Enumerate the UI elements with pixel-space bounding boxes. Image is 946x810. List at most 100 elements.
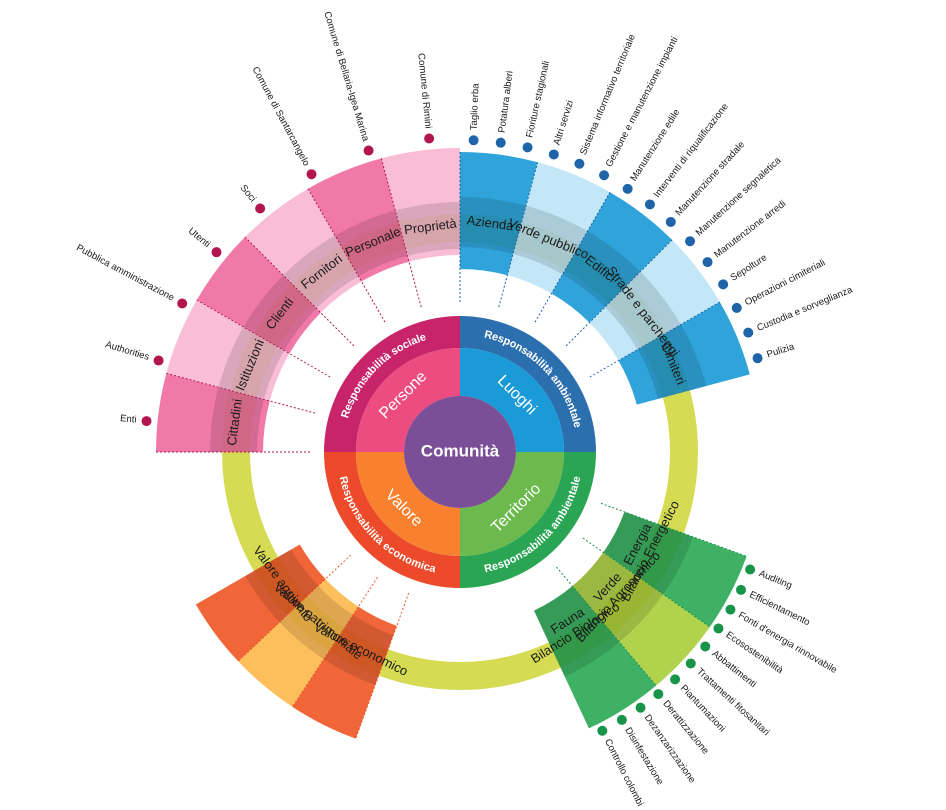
luoghi-leaf-dot-13 [743,327,754,338]
persone-band-3 [283,235,359,309]
luoghi-sector-3 [589,239,720,361]
territorio-sector-1 [572,552,710,686]
persone-leaf-4: Soci [238,183,258,204]
luoghi-leaf-dot-10 [702,257,713,268]
persone-leaf-6: Comune di Bellaria-Igea Marina [321,10,371,143]
territorio-leaf-dot-0 [745,564,756,575]
territorio-leaf-dot-8 [635,702,646,713]
territorio-leaf-dot-5 [685,658,696,669]
luoghi-leaf-11: Sepolture [729,252,770,283]
luoghi-leaf-1: Potatura alberi [497,70,516,133]
luoghi-divider-2 [534,191,611,323]
persone-sector-3 [245,188,362,313]
luoghi-leaf-7: Interventi di riqualificazione [652,101,731,200]
luoghi-leaf-dot-3 [548,149,559,160]
luoghi-band-2 [562,231,641,308]
center-circle [404,396,516,508]
valore-divider-2 [237,554,352,662]
valore-band-0 [323,614,394,686]
luoghi-band-0 [460,197,526,254]
persone-leaf-3: Utenti [186,226,212,250]
territorio-leaf-dot-6 [670,674,681,685]
category-bands-layer [210,197,707,686]
persone-leaf-5: Comune di Santarcangelo [250,65,312,168]
luoghi-leaf-dot-4 [574,158,585,169]
persone-category-5: Proprietà [403,215,458,237]
luoghi-band-3 [604,271,681,350]
territorio-sector-0 [603,511,747,627]
persone-leaf-dot-7 [424,133,435,144]
territorio-divider-2 [556,566,657,686]
persone-sector-1 [166,300,290,402]
luoghi-leaf-dot-6 [622,183,633,194]
luoghi-leaf-dot-8 [665,216,676,227]
territorio-leaf-dot-10 [597,725,608,736]
persone-sector-4 [308,158,410,282]
luoghi-quadrant [460,348,564,452]
valore-divider-0 [355,592,410,739]
luoghi-sector-4 [618,302,750,405]
luoghi-sector-2 [551,192,673,323]
territorio-divider-0 [600,502,747,557]
leaf-dots-layer [141,133,763,736]
persone-divider-2 [196,299,331,378]
territorio-leaf-0: Auditing [757,568,793,591]
persone-leaf-7: Comune di Rimini [415,53,433,129]
persone-leaf-0: Enti [120,413,138,426]
territorio-band-2 [533,586,620,677]
luoghi-divider-1 [498,162,539,308]
persone-band-5 [395,202,460,256]
valore-ring-sector [324,452,460,588]
luoghi-category-0: Azienda [466,212,515,233]
territorio-leaf-dot-7 [653,689,664,700]
core-layer [324,316,596,588]
territorio-leaf-dot-2 [725,604,736,615]
luoghi-band-4 [637,324,707,399]
valore-sector-0 [292,606,397,739]
valore-sector-2 [195,544,326,662]
luoghi-leaf-dot-9 [685,236,696,247]
luoghi-leaf-5: Gestione e manutenzione impianti [604,35,681,169]
luoghi-leaf-0: Taglio erba [469,83,482,131]
luoghi-sector-1 [507,162,610,294]
valore-band-1 [279,585,353,660]
territorio-band-1 [572,552,664,642]
territorio-ring-sector [460,452,596,588]
luoghi-ring-sector [460,316,596,452]
persone-sector-0 [156,373,270,452]
persone-divider-4 [307,188,386,323]
luoghi-divider-4 [589,301,721,378]
luoghi-leaf-dot-0 [468,135,479,146]
persone-band-0 [210,387,264,452]
valore-quadrant [356,452,460,556]
territorio-sector-2 [533,586,657,729]
persone-ring-sector [324,316,460,452]
persone-leaf-dot-6 [363,145,374,156]
luoghi-band-1 [513,205,588,275]
persone-leaf-dot-1 [153,355,164,366]
valore-divider-1 [291,577,378,708]
persone-leaf-dot-4 [255,203,266,214]
territorio-leaf-dot-1 [736,584,746,595]
persone-band-4 [335,210,408,277]
luoghi-leaf-9: Manutenzione segnaletica [694,155,784,239]
luoghi-sector-0 [460,151,538,276]
territorio-leaf-5: Trattamenti fitosanitari [694,666,771,738]
center-label: Comunità [421,441,500,460]
luoghi-leaf-dot-1 [495,137,506,148]
territorio-quadrant [460,452,564,556]
territorio-band-0 [603,511,694,595]
persone-category-0: Cittadini [224,398,245,447]
luoghi-leaf-dot-7 [644,199,655,210]
persone-leaf-dot-5 [306,169,317,180]
luoghi-leaf-dot-14 [752,353,763,364]
persone-leaf-1: Authorities [104,339,151,363]
territorio-leaf-dot-4 [700,641,711,652]
persone-sector-2 [196,237,321,354]
persone-leaf-dot-3 [211,247,222,258]
persone-band-2 [243,275,317,351]
connector-lines-layer [156,152,747,739]
persone-leaf-dot-0 [141,416,152,427]
persone-divider-5 [380,158,422,308]
